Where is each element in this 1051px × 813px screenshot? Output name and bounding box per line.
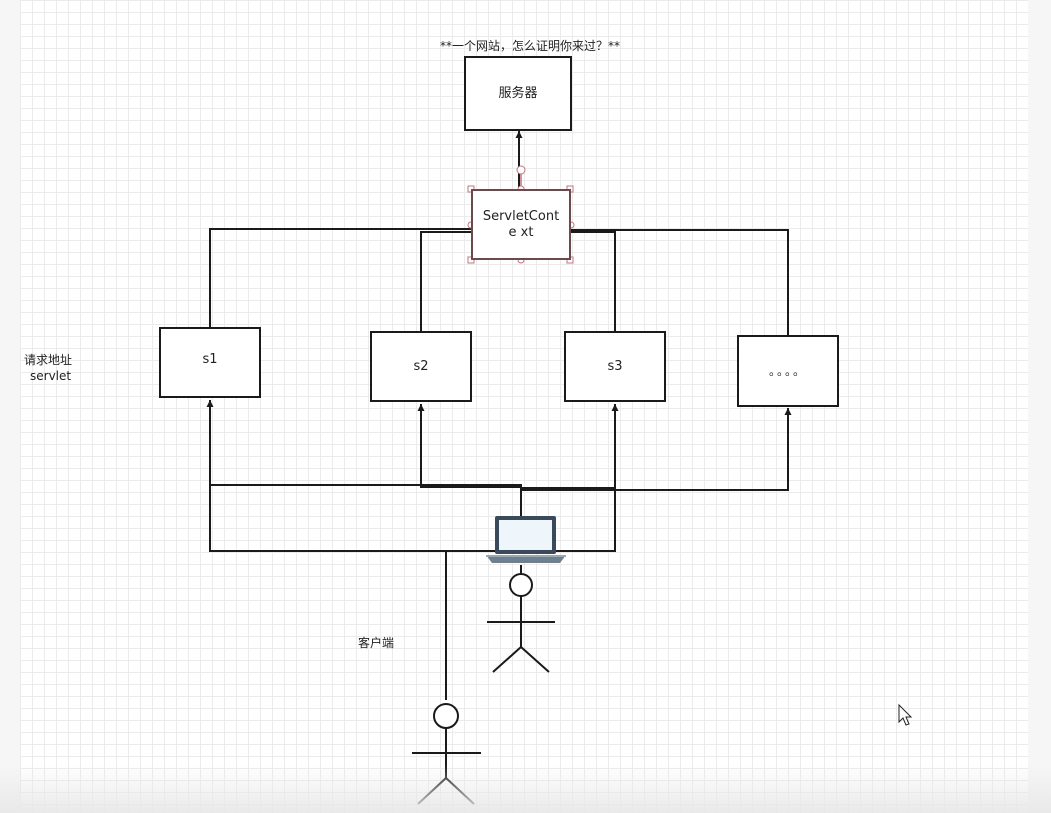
client-loop-line (209, 485, 447, 700)
laptop-icon[interactable] (486, 516, 566, 563)
client-label: 客户端 (358, 636, 395, 650)
servlet-s3-node[interactable]: s3 (564, 331, 666, 402)
link-context-s1 (209, 228, 471, 327)
laptop-to-s3-arrow (521, 404, 619, 489)
servlet-s2-node[interactable]: s2 (370, 331, 472, 402)
servletcontext-label: ServletConte xt (482, 208, 560, 240)
servlet-s3-label: s3 (607, 358, 623, 374)
link-context-s3 (571, 231, 616, 331)
link-context-s4 (571, 229, 789, 335)
servlet-more-label: 。。。。 (768, 364, 807, 378)
diagram-canvas (20, 0, 1028, 813)
diagram-title: **一个网站，怎么证明你来过？** (440, 39, 621, 53)
server-label: 服务器 (498, 85, 538, 101)
server-node[interactable]: 服务器 (464, 56, 572, 131)
servletcontext-node[interactable]: ServletConte xt (471, 189, 571, 260)
servlet-s2-label: s2 (413, 358, 429, 374)
link-context-s2 (420, 231, 471, 331)
servlet-s1-node[interactable]: s1 (159, 327, 261, 398)
cursor-icon (898, 703, 913, 726)
request-address-label: 请求地址 servlet (24, 352, 72, 384)
request-address-line1: 请求地址 (24, 353, 73, 367)
request-address-line2: servlet (30, 369, 72, 383)
stick-figure-icon[interactable] (487, 565, 555, 673)
laptop-to-s1-arrow (206, 400, 522, 516)
laptop-to-s4-arrow (521, 408, 792, 491)
servlet-more-node[interactable]: 。。。。 (737, 335, 839, 407)
bottom-fade (0, 765, 1051, 813)
laptop-to-s2-arrow (417, 404, 521, 488)
servlet-s1-label: s1 (202, 351, 218, 367)
